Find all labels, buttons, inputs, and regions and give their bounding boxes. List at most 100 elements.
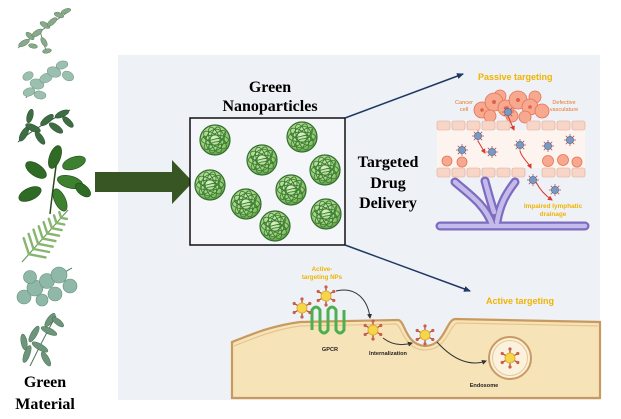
leaf: [46, 66, 62, 78]
cancer-cell: [542, 155, 554, 167]
leaf: [31, 28, 43, 38]
fern-pinna: [27, 232, 35, 251]
dark-leaf-sprig-icon: [17, 108, 74, 145]
nanoparticles-title-line-2: Nanoparticles: [222, 98, 317, 115]
leaf: [22, 71, 34, 81]
leaf: [40, 351, 52, 367]
fern-pinna: [22, 236, 31, 256]
green-material-label-line-1: Green: [24, 374, 66, 391]
fern-pinna: [55, 221, 66, 226]
fern-pinna: [37, 225, 44, 240]
leaf: [26, 108, 34, 124]
eucalyptus-sprig-icon: [17, 8, 72, 54]
cancer-cell-label-line-2: cell: [460, 107, 468, 113]
leaf: [40, 326, 58, 336]
green-nanoparticle: [286, 121, 318, 153]
endothelial-cell: [496, 167, 511, 178]
leaf: [22, 345, 32, 363]
nanoparticle-box: [189, 117, 346, 246]
tumor-cell-cluster-lower: [441, 154, 583, 168]
endothelial-cell: [556, 167, 571, 178]
green-nanoparticle: [310, 198, 342, 230]
nucleus: [492, 100, 496, 104]
leaf: [48, 122, 64, 134]
endothelial-cell: [451, 167, 466, 178]
impaired-drainage-label-line-2: drainage: [540, 211, 567, 218]
active-nps-label-line-1: Active-: [312, 266, 333, 273]
active-targeting-title: Active targeting: [486, 296, 554, 306]
leaf: [62, 116, 74, 128]
cancer-cell: [534, 103, 550, 119]
fern-pinna: [47, 217, 54, 230]
synthesis-arrow: [95, 160, 193, 204]
leaf: [33, 90, 47, 100]
leaf: [48, 145, 62, 169]
leaf: [46, 17, 58, 27]
endothelial-cell: [436, 120, 451, 131]
leaf: [22, 87, 36, 97]
fern-pinna: [42, 220, 49, 235]
leaf: [25, 161, 47, 179]
nucleus: [480, 108, 484, 112]
leaf: [47, 286, 63, 302]
connector-to-passive-targeting: [344, 73, 464, 119]
nucleus: [528, 105, 532, 109]
lymphatic-vessel: [435, 176, 590, 231]
narrow-leaf-sprig-icon: [20, 312, 64, 367]
leaf: [52, 316, 64, 328]
leaf: [25, 32, 35, 40]
impaired-drainage-label-line-1: Impaired lymphatic: [524, 203, 583, 210]
lymphatic-vessel-lumen: [437, 178, 588, 229]
green-material-label-line-2: Material: [15, 396, 75, 413]
endothelial-cell: [436, 167, 451, 178]
green-nanoparticle: [259, 210, 291, 242]
leaf: [62, 155, 86, 171]
endothelial-row-top: [436, 120, 586, 131]
connector-to-active-targeting: [344, 244, 471, 292]
nanoparticles-title-line-1: Green: [249, 79, 291, 96]
eucalyptus-round-leaf-icon: [22, 60, 74, 100]
endothelial-cell: [556, 120, 571, 131]
leaf: [60, 8, 72, 14]
cancer-cell-label-line-1: Cancer: [455, 100, 473, 106]
leaf: [42, 48, 52, 54]
endothelial-cell: [571, 167, 586, 178]
gpcr-label: GPCR: [322, 347, 338, 353]
green-nanoparticle: [194, 169, 226, 201]
leaf: [20, 333, 28, 351]
cancer-cell: [456, 156, 468, 168]
fern-pinna: [58, 210, 63, 220]
leaf: [75, 182, 91, 198]
endothelial-cell: [496, 120, 511, 131]
green-nanoparticle: [309, 154, 341, 186]
binding-arrow: [335, 289, 373, 319]
endosome-inner-membrane: [492, 340, 528, 376]
fern-pinna: [41, 237, 57, 243]
endothelial-cell: [481, 167, 496, 178]
delivery-label-line-1: Targeted: [358, 154, 419, 171]
endothelial-cell: [526, 120, 541, 131]
green-nanoparticle: [246, 144, 278, 176]
green-material-column: Green Material: [15, 8, 91, 413]
leaf: [35, 293, 49, 307]
leaf: [28, 325, 40, 343]
active-targeting-illustration: Active- targeting NPs GPCR Internalizati…: [230, 266, 602, 400]
endothelial-cell: [466, 120, 481, 131]
fern-leaf-icon: [21, 209, 69, 263]
fern-pinna: [27, 252, 47, 259]
leaf: [50, 266, 68, 284]
cancer-cell: [483, 109, 497, 123]
endosome-arrow: [436, 341, 487, 365]
delivery-label-line-2: Drug: [370, 175, 406, 192]
green-nanoparticle: [199, 124, 231, 156]
fern-pinna: [46, 232, 61, 237]
large-green-leaf-icon: [18, 145, 91, 215]
cancer-cell: [518, 110, 532, 124]
red-arrow: [519, 150, 532, 169]
passive-targeting-title: Passive targeting: [478, 72, 553, 82]
endothelial-cell: [571, 120, 586, 131]
leaf: [44, 312, 56, 328]
leaf: [34, 131, 46, 145]
leaf: [40, 114, 54, 126]
leaf: [55, 60, 69, 70]
